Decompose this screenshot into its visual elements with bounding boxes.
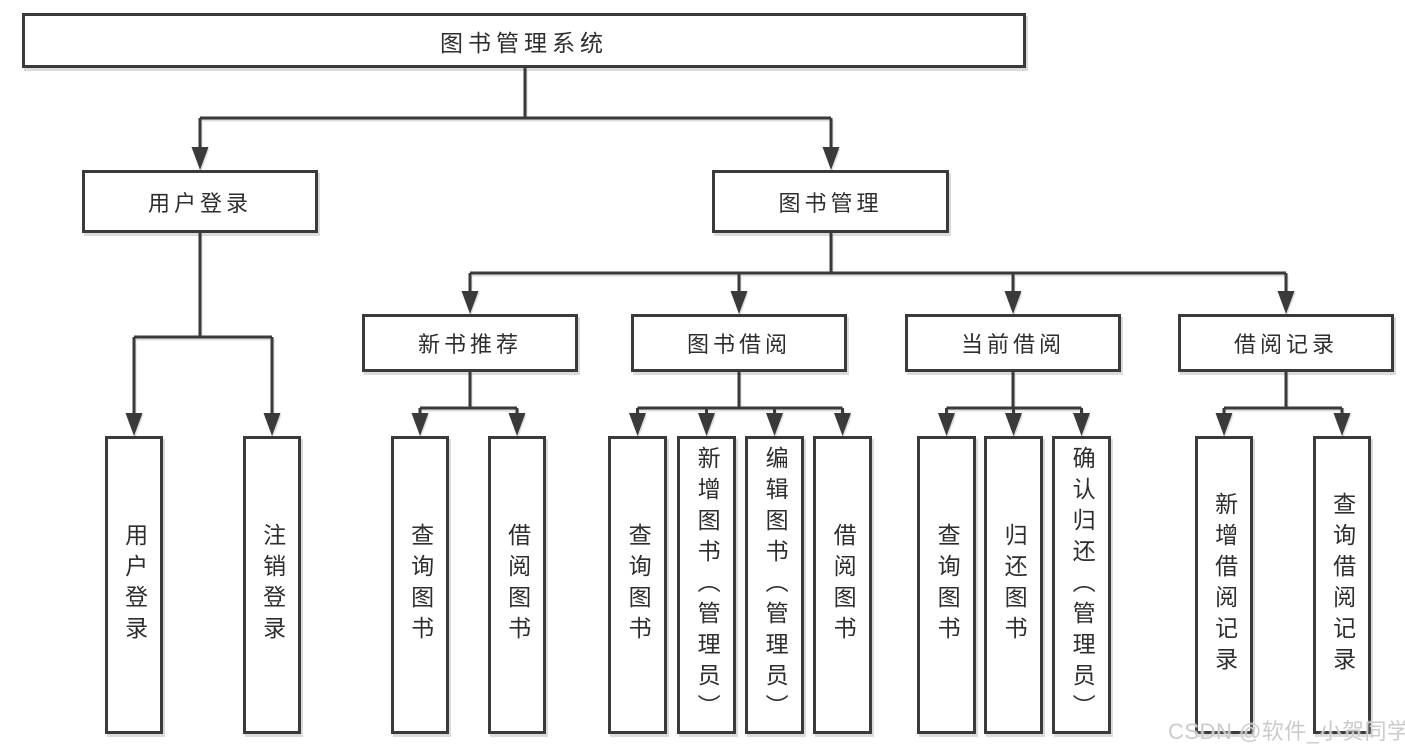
node-logout-action-label: 注销登录 bbox=[259, 523, 286, 647]
node-query-books-borrowing: 查询图书 bbox=[608, 436, 667, 734]
connector-book-borrowing bbox=[629, 372, 851, 436]
node-user-login-label: 用户登录 bbox=[147, 190, 252, 216]
node-borrow-books-recommend-label: 借阅图书 bbox=[504, 523, 531, 647]
connector-borrowing-records bbox=[1215, 372, 1351, 436]
node-book-borrowing: 图书借阅 bbox=[631, 314, 847, 372]
node-add-books-admin: 新增图书（管理员） bbox=[677, 436, 736, 734]
node-return-books-label: 归还图书 bbox=[1001, 523, 1028, 647]
node-borrowing-records: 借阅记录 bbox=[1178, 314, 1394, 372]
connector-book-management bbox=[461, 233, 1295, 314]
node-book-borrowing-label: 图书借阅 bbox=[686, 332, 791, 357]
node-current-borrowing-label: 当前借阅 bbox=[960, 332, 1065, 357]
connector-current-borrowing bbox=[938, 372, 1090, 436]
node-borrow-books-borrowing: 借阅图书 bbox=[813, 436, 872, 734]
node-add-borrow-record-label: 新增借阅记录 bbox=[1211, 492, 1238, 678]
node-current-borrowing: 当前借阅 bbox=[905, 314, 1121, 372]
node-add-borrow-record: 新增借阅记录 bbox=[1195, 436, 1253, 734]
node-confirm-return-admin-label: 确认归还（管理员） bbox=[1069, 445, 1096, 725]
node-edit-books-admin: 编辑图书（管理员） bbox=[745, 436, 804, 734]
node-query-books-borrowing-label: 查询图书 bbox=[625, 523, 652, 647]
node-edit-books-admin-label: 编辑图书（管理员） bbox=[762, 445, 789, 725]
node-user-login-action-label: 用户登录 bbox=[121, 523, 148, 647]
node-library-system: 图书管理系统 bbox=[22, 13, 1026, 68]
node-new-book-recommendation: 新书推荐 bbox=[362, 314, 578, 372]
node-user-login-action: 用户登录 bbox=[105, 436, 163, 734]
connector-new-book-recommendation bbox=[411, 372, 526, 436]
node-new-book-recommendation-label: 新书推荐 bbox=[417, 332, 522, 357]
node-borrow-books-borrowing-label: 借阅图书 bbox=[830, 523, 857, 647]
node-query-books-recommend: 查询图书 bbox=[391, 436, 449, 734]
node-borrow-books-recommend: 借阅图书 bbox=[488, 436, 546, 734]
connector-user-login bbox=[125, 233, 281, 436]
csdn-watermark: CSDN @软件_小贺同学 bbox=[1168, 719, 1405, 744]
node-query-books-current: 查询图书 bbox=[917, 436, 976, 734]
node-library-system-label: 图书管理系统 bbox=[440, 29, 608, 56]
node-return-books: 归还图书 bbox=[984, 436, 1043, 734]
node-query-books-recommend-label: 查询图书 bbox=[407, 523, 434, 647]
node-add-books-admin-label: 新增图书（管理员） bbox=[694, 445, 721, 725]
node-user-login: 用户登录 bbox=[82, 170, 318, 233]
node-query-borrow-record: 查询借阅记录 bbox=[1313, 436, 1371, 734]
node-query-books-current-label: 查询图书 bbox=[934, 523, 961, 647]
connector-root bbox=[191, 68, 840, 170]
node-confirm-return-admin: 确认归还（管理员） bbox=[1052, 436, 1111, 734]
node-query-borrow-record-label: 查询借阅记录 bbox=[1329, 492, 1356, 678]
node-book-management-label: 图书管理 bbox=[778, 190, 883, 216]
node-logout-action: 注销登录 bbox=[243, 436, 301, 734]
node-book-management: 图书管理 bbox=[712, 170, 949, 233]
node-borrowing-records-label: 借阅记录 bbox=[1233, 332, 1338, 357]
